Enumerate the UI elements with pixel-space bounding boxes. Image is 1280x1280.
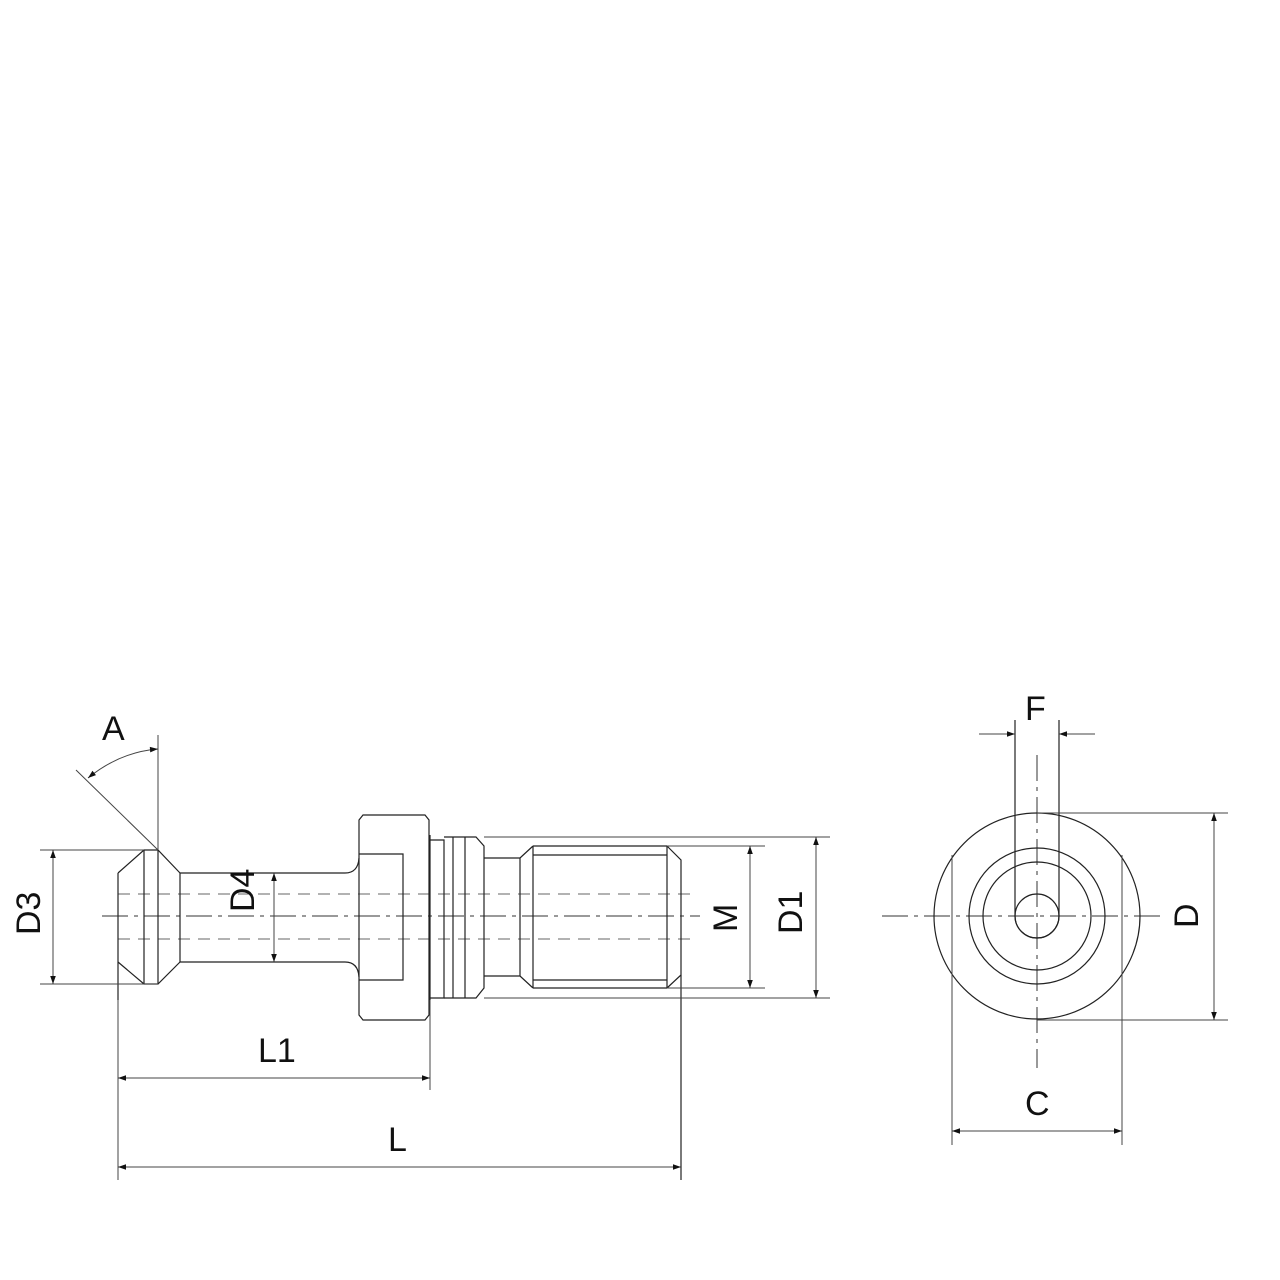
d-dimension: D: [1037, 812, 1228, 1021]
bore-circle: [1014, 893, 1060, 939]
label-f: F: [1025, 690, 1046, 728]
f-dimension: F: [979, 690, 1095, 737]
label-a: A: [102, 710, 125, 748]
c-dimension: C: [951, 855, 1123, 1145]
knob-head: [117, 849, 181, 1000]
label-d: D: [1168, 903, 1206, 928]
label-d3: D3: [10, 892, 48, 935]
m-dimension: M: [707, 846, 753, 988]
knob-collar: [358, 814, 431, 1021]
shank-circle: [982, 861, 1092, 971]
angle-a-dimension: A: [75, 710, 159, 851]
d4-dimension: D4: [224, 869, 277, 962]
label-m: M: [707, 904, 745, 932]
knob-neck: [180, 857, 360, 978]
end-view: F D C: [882, 690, 1228, 1145]
collar-circle: [968, 847, 1106, 985]
label-d1: D1: [772, 891, 810, 934]
label-c: C: [1025, 1085, 1050, 1123]
label-d4: D4: [224, 869, 262, 912]
l1-dimension: L1: [118, 1032, 430, 1081]
knob-thread: [519, 845, 682, 1180]
label-l1: L1: [258, 1032, 296, 1070]
knob-shank: [430, 836, 534, 999]
label-l: L: [388, 1121, 407, 1159]
d1-dimension: D1: [772, 837, 819, 998]
side-view: A D3 D4 M D1 L1 L: [10, 710, 830, 1180]
d3-dimension: D3: [10, 850, 56, 984]
l-dimension: L: [118, 1121, 681, 1170]
